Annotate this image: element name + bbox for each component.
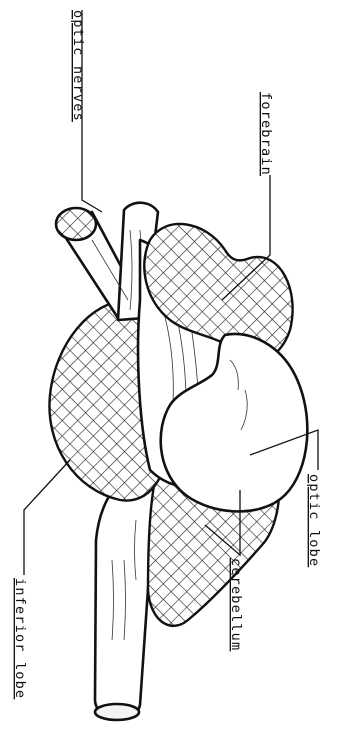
label-optic-nerves: optic nerves <box>70 10 86 122</box>
leader-inferior-lobe <box>24 460 70 575</box>
label-forebrain: forebrain <box>258 92 274 176</box>
label-inferior-lobe: inferior lobe <box>12 578 28 699</box>
label-optic-lobe: optic lobe <box>306 474 322 567</box>
label-cerebellum: cerebellum <box>228 558 244 651</box>
